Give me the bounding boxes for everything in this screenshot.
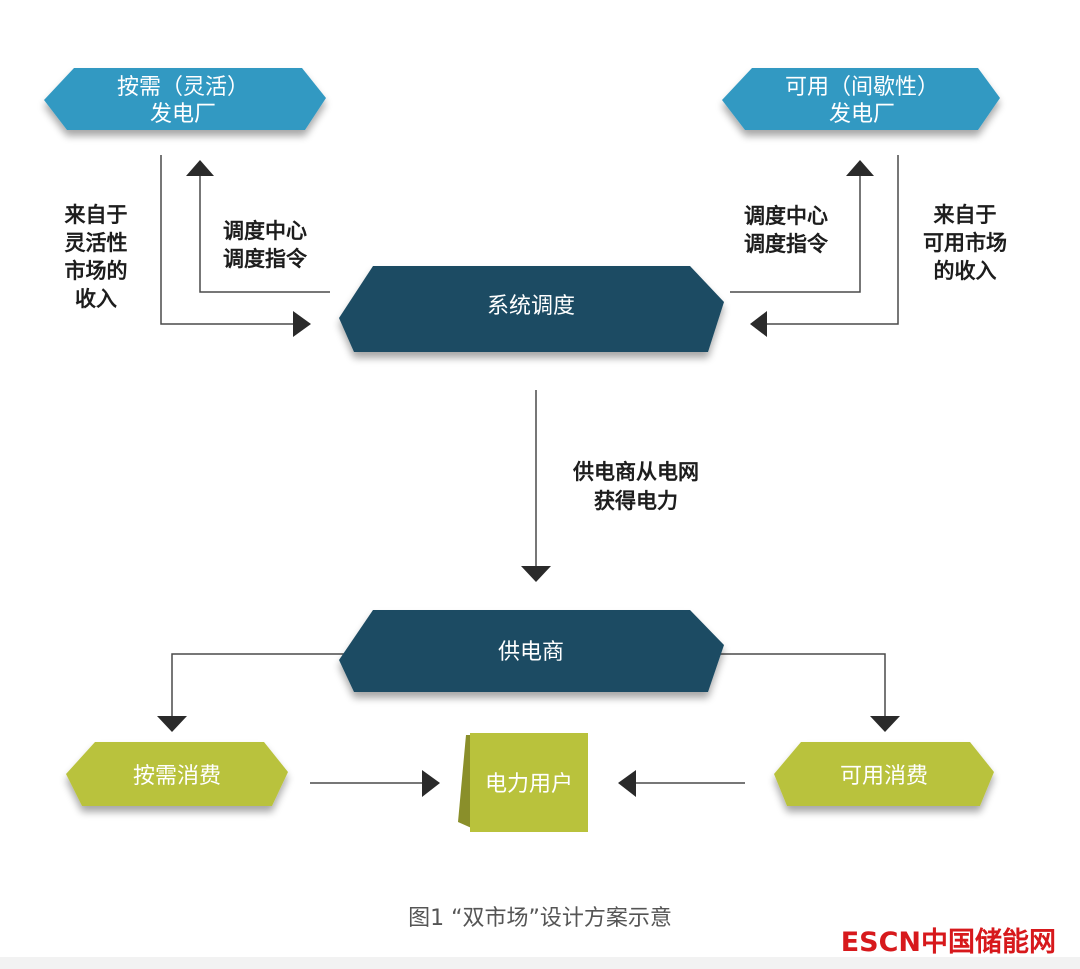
right-income-line-2: 可用市场: [923, 231, 1007, 255]
power-user-shape: [470, 733, 588, 832]
right-income-line-3: 的收入: [934, 259, 997, 283]
arrow-up-icon: [846, 160, 874, 176]
right-dispatch-line-1: 调度中心: [744, 204, 828, 228]
right-dispatch-label: 调度中心 调度指令: [744, 204, 829, 256]
arrow-down-icon: [521, 566, 551, 582]
left-income-line: [160, 155, 300, 325]
on-demand-consumption-label: 按需消费: [133, 764, 221, 789]
left-dispatch-line-2: 调度指令: [223, 247, 308, 271]
left-dispatch-line-1: 调度中心: [223, 219, 307, 243]
supply-flow-line-1: 供电商从电网: [572, 460, 699, 484]
left-income-line-2: 灵活性: [65, 231, 128, 255]
arrow-left-icon: [750, 311, 767, 337]
power-user-node: 电力用户: [458, 733, 588, 832]
right-income-label: 来自于 可用市场 的收入: [923, 203, 1007, 283]
bottom-strip: [0, 957, 1080, 969]
arrow-down-icon: [157, 716, 187, 732]
arrow-down-icon: [870, 716, 900, 732]
left-income-label: 来自于 灵活性 市场的 收入: [65, 203, 128, 311]
on-demand-plant-line-2: 发电厂: [150, 102, 216, 127]
right-dispatch-line-2: 调度指令: [744, 232, 829, 256]
supplier-label: 供电商: [498, 640, 564, 665]
available-consumption-label: 可用消费: [840, 764, 928, 789]
right-income-line-1: 来自于: [934, 203, 997, 227]
available-plant-line-1: 可用（间歇性）: [785, 75, 939, 100]
arrow-right-icon: [422, 770, 440, 797]
on-demand-plant-line-1: 按需（灵活）: [117, 75, 249, 100]
arrow-up-icon: [186, 160, 214, 176]
system-dispatch-shape: [339, 266, 724, 352]
power-user-label: 电力用户: [485, 772, 573, 797]
on-demand-plant-shape: [44, 68, 326, 130]
left-dispatch-label: 调度中心 调度指令: [223, 219, 308, 271]
on-demand-consumption-node: 按需消费: [66, 742, 288, 806]
left-dispatch-line: [199, 172, 330, 293]
on-demand-plant-node: 按需（灵活） 发电厂: [44, 68, 326, 130]
supplier-left-line: [171, 653, 345, 718]
supplier-right-line: [720, 653, 886, 718]
left-income-line-3: 市场的: [65, 259, 128, 283]
escn-logo: ESCN中国储能网: [840, 927, 1056, 958]
arrowheads: [157, 160, 900, 797]
supplier-shape: [339, 610, 724, 692]
available-plant-shape: [722, 68, 1000, 130]
system-dispatch-label: 系统调度: [487, 294, 575, 319]
arrow-right-icon: [293, 311, 311, 337]
available-plant-node: 可用（间歇性） 发电厂: [722, 68, 1000, 130]
available-consumption-node: 可用消费: [774, 742, 994, 806]
right-income-line: [760, 155, 899, 325]
available-plant-line-2: 发电厂: [829, 102, 895, 127]
on-demand-consumption-shape: [66, 742, 288, 806]
connectors: [160, 155, 899, 784]
available-consumption-shape: [774, 742, 994, 806]
supply-flow-line-2: 获得电力: [594, 489, 678, 513]
right-dispatch-line: [730, 172, 861, 293]
left-income-line-1: 来自于: [65, 203, 128, 227]
figure-caption: 图1 “双市场”设计方案示意: [408, 906, 672, 931]
left-income-line-4: 收入: [75, 287, 117, 311]
system-dispatch-node: 系统调度: [339, 266, 724, 352]
supply-flow-label: 供电商从电网 获得电力: [572, 460, 699, 513]
supplier-node: 供电商: [339, 610, 724, 692]
arrow-left-icon: [618, 770, 636, 797]
